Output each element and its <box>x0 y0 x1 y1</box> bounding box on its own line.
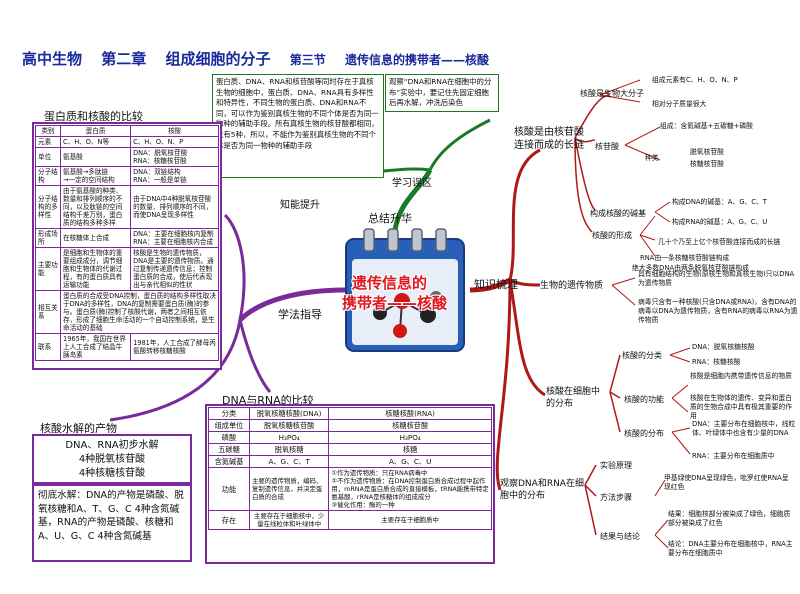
hydrolysis-partial-box: DNA、RNA初步水解 4种脱氧核苷酸 4种核糖核苷酸 <box>32 434 192 484</box>
section-label: 第三节 <box>289 53 326 67</box>
hydrolysis-title: 核酸水解的产物 <box>40 422 117 435</box>
ability-note: 蛋白质、DNA、RNA和核苷酸等同时存在于真核生物的细胞中，蛋白质、DNA、RN… <box>212 74 384 178</box>
branch-misconception: 学习误区 <box>392 178 432 189</box>
calendar-icon <box>345 228 465 352</box>
dna-rna-table: 分类脱氧核糖核酸(DNA)核糖核酸(RNA) 组成单位脱氧核糖核苷酸核糖核苷酸 … <box>208 407 492 530</box>
kt-dna-bases: 构成DNA的碱基：A、G、C、T <box>672 198 767 206</box>
branch-summary: 总结升华 <box>368 212 412 225</box>
kt-small-molecule: 核酸是生物大分子 <box>580 89 644 98</box>
protein-table-title: 蛋白质和核酸的比较 <box>44 110 143 123</box>
kt-genetic2: 病毒只含有一种核酸(只含DNA或RNA)，含有DNA的病毒以DNA为遗传物质，含… <box>638 298 798 324</box>
kt-deoxy: 脱氧核苷酸 <box>690 148 724 156</box>
course-label: 高中生物 <box>22 50 83 68</box>
dna-rna-table-title: DNA与RNA的比较 <box>222 394 314 407</box>
kt-genetic1: 具有细胞结构的生物(原核生物和真核生物)只以DNA为遗传物质 <box>638 270 795 287</box>
kt-composition: 组成：含氮碱基+五碳糖+磷酸 <box>660 122 753 130</box>
kt-result2: 结论：DNA主要分布在细胞核中，RNA主要分布在细胞质中 <box>668 540 793 557</box>
kt-formation: 核酸的形成 <box>592 231 632 240</box>
kt-func1: 核酸是细胞内携带遗传信息的物质 <box>690 372 792 380</box>
kt-monomer: 相对分子质量很大 <box>652 100 707 108</box>
kt-func2: 核酸在生物体的遗传、变异和蛋白质的生物合成中具有极其重要的作用 <box>690 394 792 420</box>
kt-principle-text: 甲基绿使DNA呈现绿色，吡罗红使RNA呈现红色 <box>664 474 789 491</box>
misconception-note: 观察“DNA和RNA在细胞中的分布”实验中，要记住先固定细胞后再水解，冲洗后染色 <box>385 74 499 112</box>
kt-steps: 方法步骤 <box>600 493 632 502</box>
kt-form2: 绝大多数DNA由两条脱氧核苷酸链构成 <box>632 264 749 272</box>
center-title-line1: 遗传信息的 <box>352 274 428 292</box>
kt-form1: 几十个乃至上亿个核苷酸连接而成的长链 <box>658 238 781 246</box>
dna-rna-table-box: 分类脱氧核糖核酸(DNA)核糖核酸(RNA) 组成单位脱氧核糖核苷酸核糖核苷酸 … <box>205 404 495 564</box>
kt-dist-dna: DNA：主要分布在细胞核中，线粒体、叶绿体中也含有少量的DNA <box>692 420 796 437</box>
branch-knowledge: 知识梳理 <box>474 278 518 291</box>
kt-category: 核酸的分类 <box>622 351 662 360</box>
kt-root3: 核酸在细胞中的分布 <box>546 387 601 409</box>
kt-principle: 实验原理 <box>600 461 632 470</box>
chapter-label: 第二章 <box>101 50 147 68</box>
center-topic-card <box>340 225 470 355</box>
hydrolysis-complete-box: 彻底水解：DNA的产物是磷酸、脱氧核糖和A、T、G、C 4种含氮碱基，RNA的产… <box>32 484 192 562</box>
kt-root4: 观察DNA和RNA在细胞中的分布 <box>500 479 584 501</box>
section-title: 遗传信息的携带者——核酸 <box>345 53 490 67</box>
kt-kinds: 种类 <box>645 154 659 162</box>
kt-cat-dna: DNA：脱氧核糖核酸 <box>692 343 755 351</box>
kt-result: 结果与结论 <box>600 532 640 541</box>
kt-distribution: 核酸的分布 <box>624 429 664 438</box>
page-title: 高中生物 第二章 组成细胞的分子 第三节 遗传信息的携带者——核酸 <box>22 48 503 69</box>
kt-dist-rna: RNA：主要分布在细胞质中 <box>692 452 775 460</box>
kt-cat-rna: RNA：核糖核酸 <box>692 358 741 366</box>
branch-ability: 知能提升 <box>280 200 320 211</box>
kt-bases: 构成核酸的碱基 <box>590 209 646 218</box>
kt-nucleotide: 核苷酸 <box>595 142 619 151</box>
kt-elements: 组成元素有C、H、O、N、P <box>652 76 738 84</box>
kt-root1: 核酸是由核苷酸连接而成的长链 <box>514 127 584 151</box>
kt-function: 核酸的功能 <box>624 395 664 404</box>
kt-ribo: 核糖核苷酸 <box>690 160 724 168</box>
kt-result1: 结果：细胞核部分被染成了绿色，细胞质部分被染成了红色 <box>668 510 791 527</box>
branch-method: 学法指导 <box>278 308 322 321</box>
kt-rna-bases: 构成RNA的碱基：A、G、C、U <box>672 218 768 226</box>
kt-form3: RNA由一条核糖核苷酸链构成 <box>640 254 730 262</box>
center-title-line2: 携带者——核酸 <box>342 294 448 312</box>
chapter-title: 组成细胞的分子 <box>165 50 271 68</box>
kt-root2: 生物的遗传物质 <box>540 281 604 291</box>
